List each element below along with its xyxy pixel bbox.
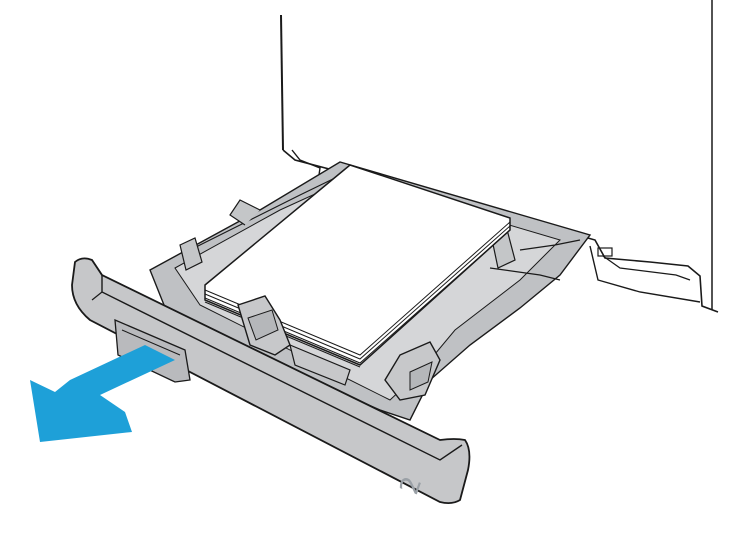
paper-width-guide xyxy=(384,341,441,401)
pull-out-arrow-icon xyxy=(30,345,175,442)
paper-length-guide xyxy=(237,295,351,386)
